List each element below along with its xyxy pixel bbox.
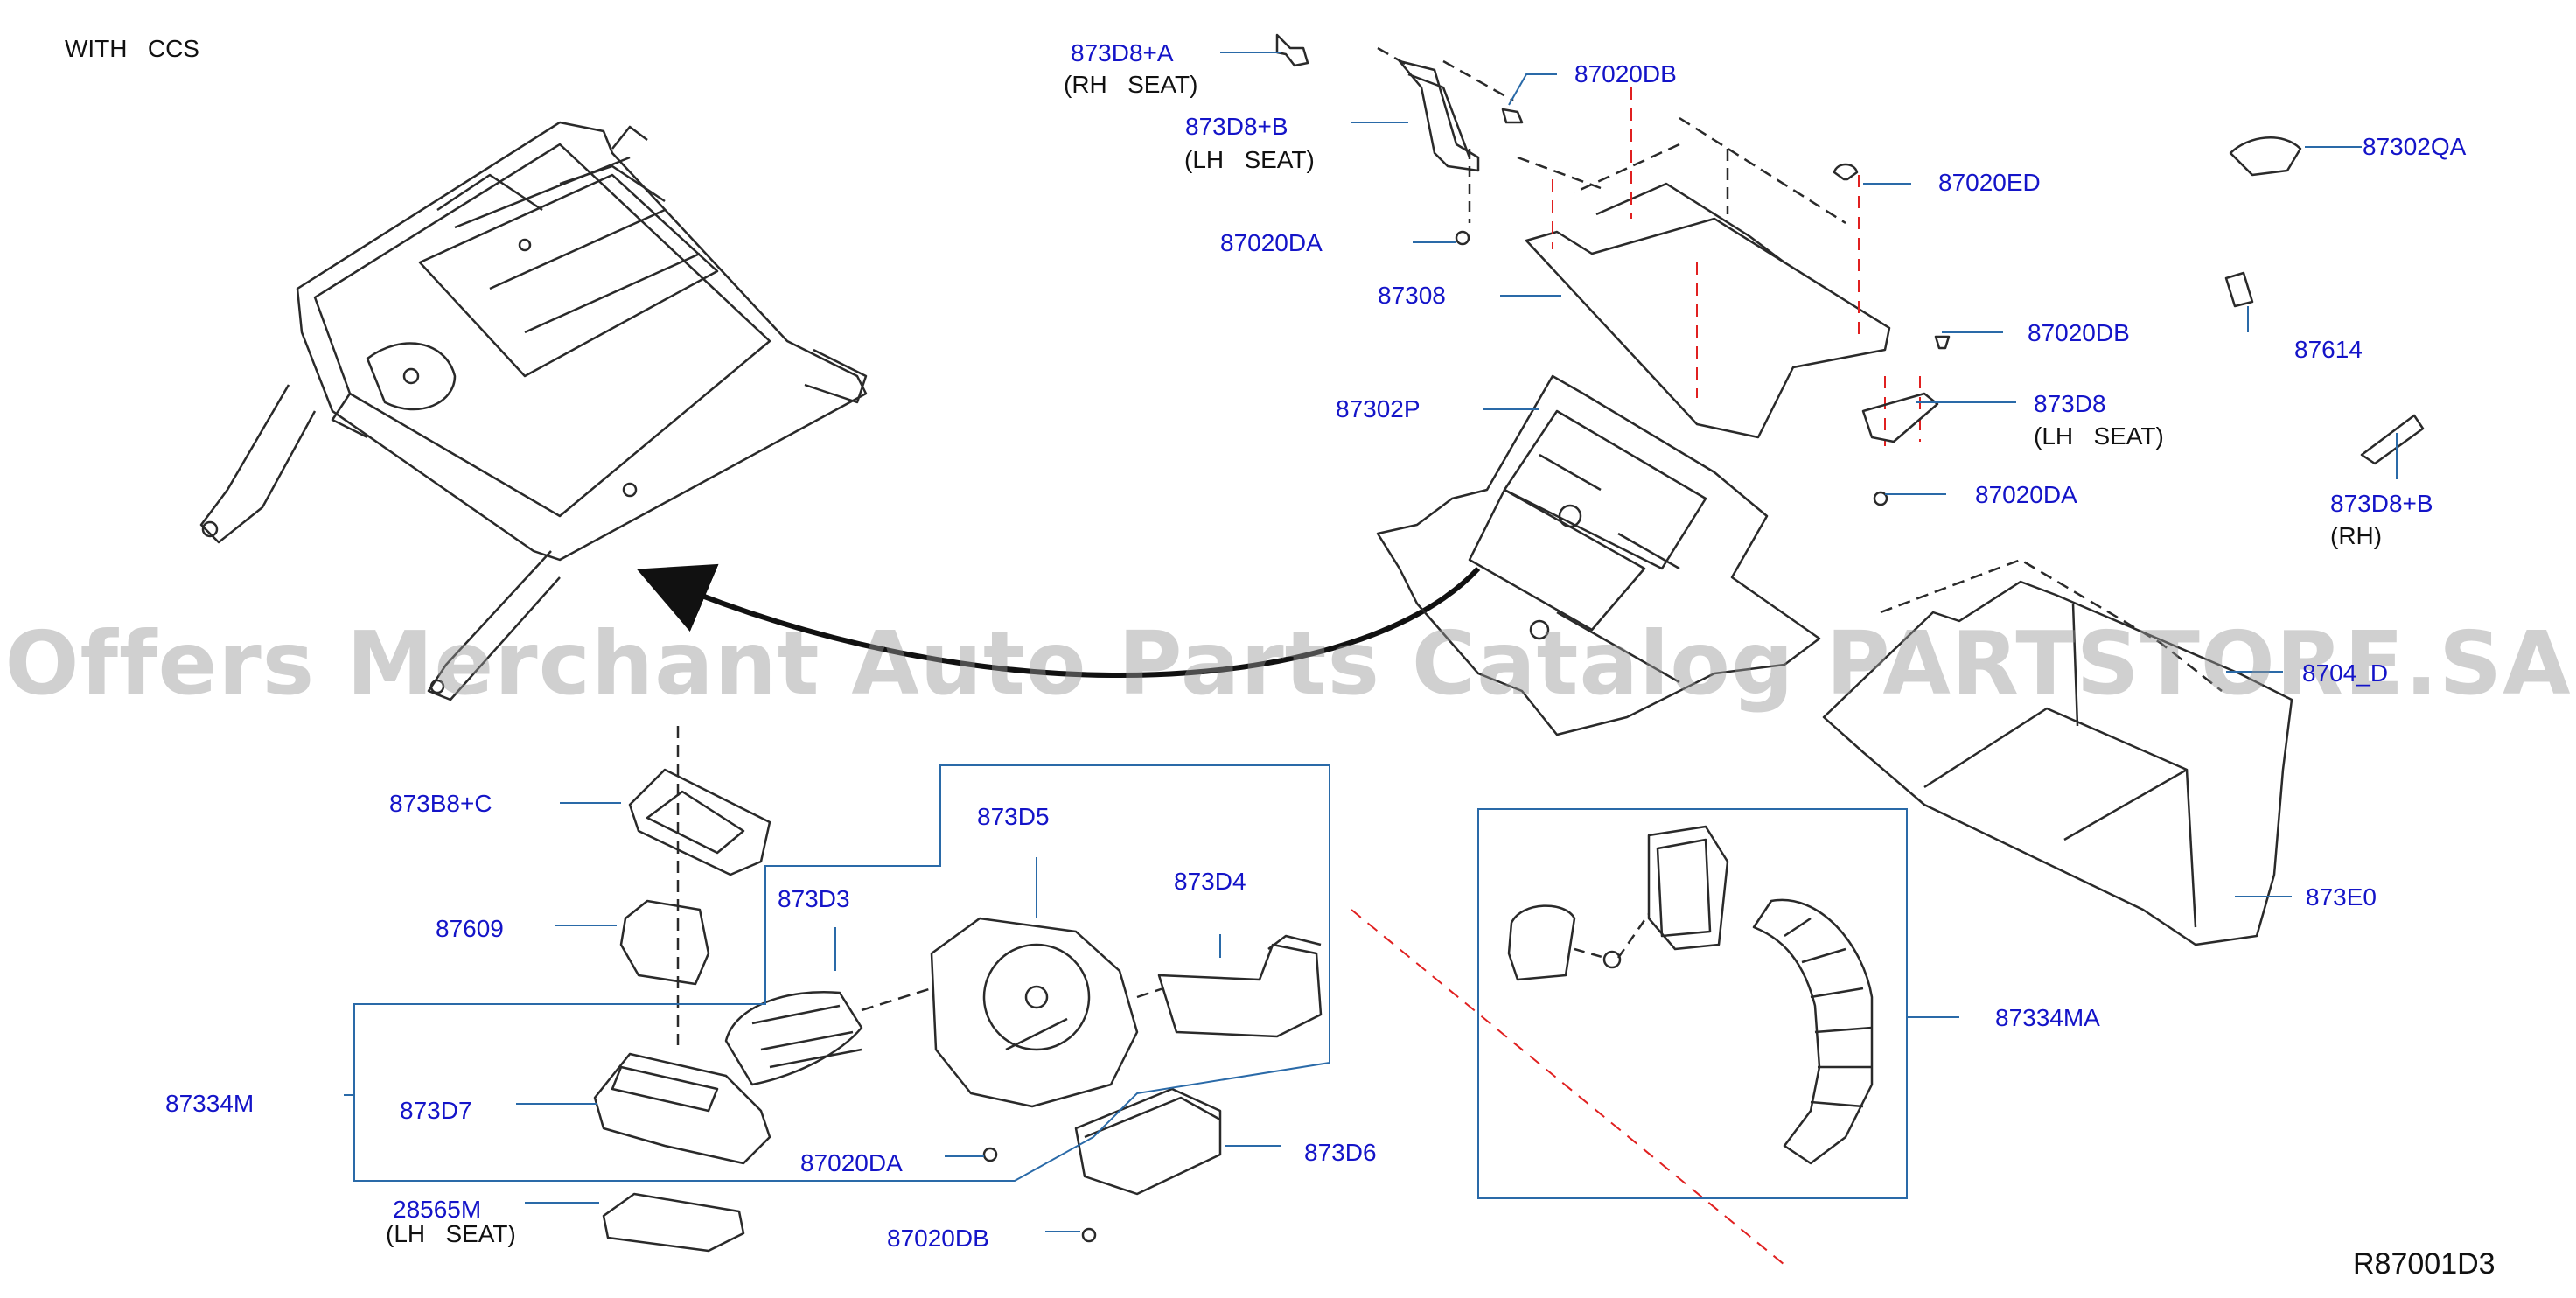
duct-873e0 [1822,558,2293,946]
dashed-guides-red [1351,87,1921,1269]
callout-873d8a-note: (RH SEAT) [1064,71,1198,98]
callout-87614[interactable]: 87614 [2294,336,2363,363]
part-873d5 [930,917,1139,1108]
callout-87020db-top[interactable]: 87020DB [1574,60,1677,87]
callout-87020db-mid[interactable]: 87020DB [2028,319,2130,346]
part-87334ma [1507,825,1874,1165]
seat-frame-illustration [199,121,868,701]
callout-87020db-bot[interactable]: 87020DB [887,1225,989,1252]
callout-28565m-note: (LH SEAT) [386,1220,516,1247]
callout-87020da-bot[interactable]: 87020DA [800,1149,903,1176]
callout-87020ed[interactable]: 87020ED [1938,169,2041,196]
callout-873d3[interactable]: 873D3 [778,885,850,912]
callout-873b8c[interactable]: 873B8+C [389,790,492,817]
part-873d7 [593,1052,771,1165]
part-87609 [619,899,710,986]
screw-parts [982,108,1951,1243]
callout-873d8b[interactable]: 873D8+B [1185,113,1288,140]
direction-arrow [636,563,1481,678]
callout-87334m[interactable]: 87334M [165,1090,255,1117]
diagram-code: R87001D3 [2353,1247,2496,1281]
callout-87609[interactable]: 87609 [436,915,504,942]
part-873d4 [1157,934,1323,1038]
callout-87302qa[interactable]: 87302QA [2363,133,2467,160]
callout-87302p[interactable]: 87302P [1336,395,1421,422]
part-28565m [602,1192,745,1253]
part-873d8b-rh [2360,414,2425,465]
callout-873d7[interactable]: 873D7 [400,1097,472,1124]
callout-873d8a[interactable]: 873D8+A [1071,39,1174,66]
callout-873e0[interactable]: 873E0 [2306,883,2377,911]
part-873d6 [1074,1087,1222,1196]
bracket-873d8-lh [1861,392,1939,443]
callout-87308[interactable]: 87308 [1378,282,1446,309]
part-87302qa [2229,136,2302,177]
callout-873d6[interactable]: 873D6 [1304,1139,1377,1166]
callout-873d8b-rh[interactable]: 873D8+B [2330,490,2433,517]
part-87614 [2224,271,2254,308]
variant-label: WITH CCS [65,35,199,62]
watermark: Offers Merchant Auto Parts Catalog PARTS… [4,612,2572,715]
part-873b8c [628,768,771,876]
callout-28565m[interactable]: 28565M [393,1196,482,1223]
callout-87020da-mid[interactable]: 87020DA [1975,481,2077,508]
callout-873d8-lh-note: (LH SEAT) [2034,422,2164,450]
part-873d3 [724,991,863,1086]
panel-87308 [1525,182,1891,439]
callout-87020da-top[interactable]: 87020DA [1220,229,1323,256]
callout-leaders [344,52,2398,1232]
callout-873d5[interactable]: 873D5 [977,803,1050,830]
callout-873d8b-note: (LH SEAT) [1184,146,1315,173]
panel-87302p [1376,374,1821,736]
callout-873d8b-rh-note: (RH) [2330,522,2383,549]
callout-873d8-lh[interactable]: 873D8 [2034,390,2106,417]
callout-8704d[interactable]: 8704_D [2302,659,2389,687]
callout-873d4[interactable]: 873D4 [1174,868,1246,895]
callout-87334ma[interactable]: 87334MA [1995,1004,2100,1031]
